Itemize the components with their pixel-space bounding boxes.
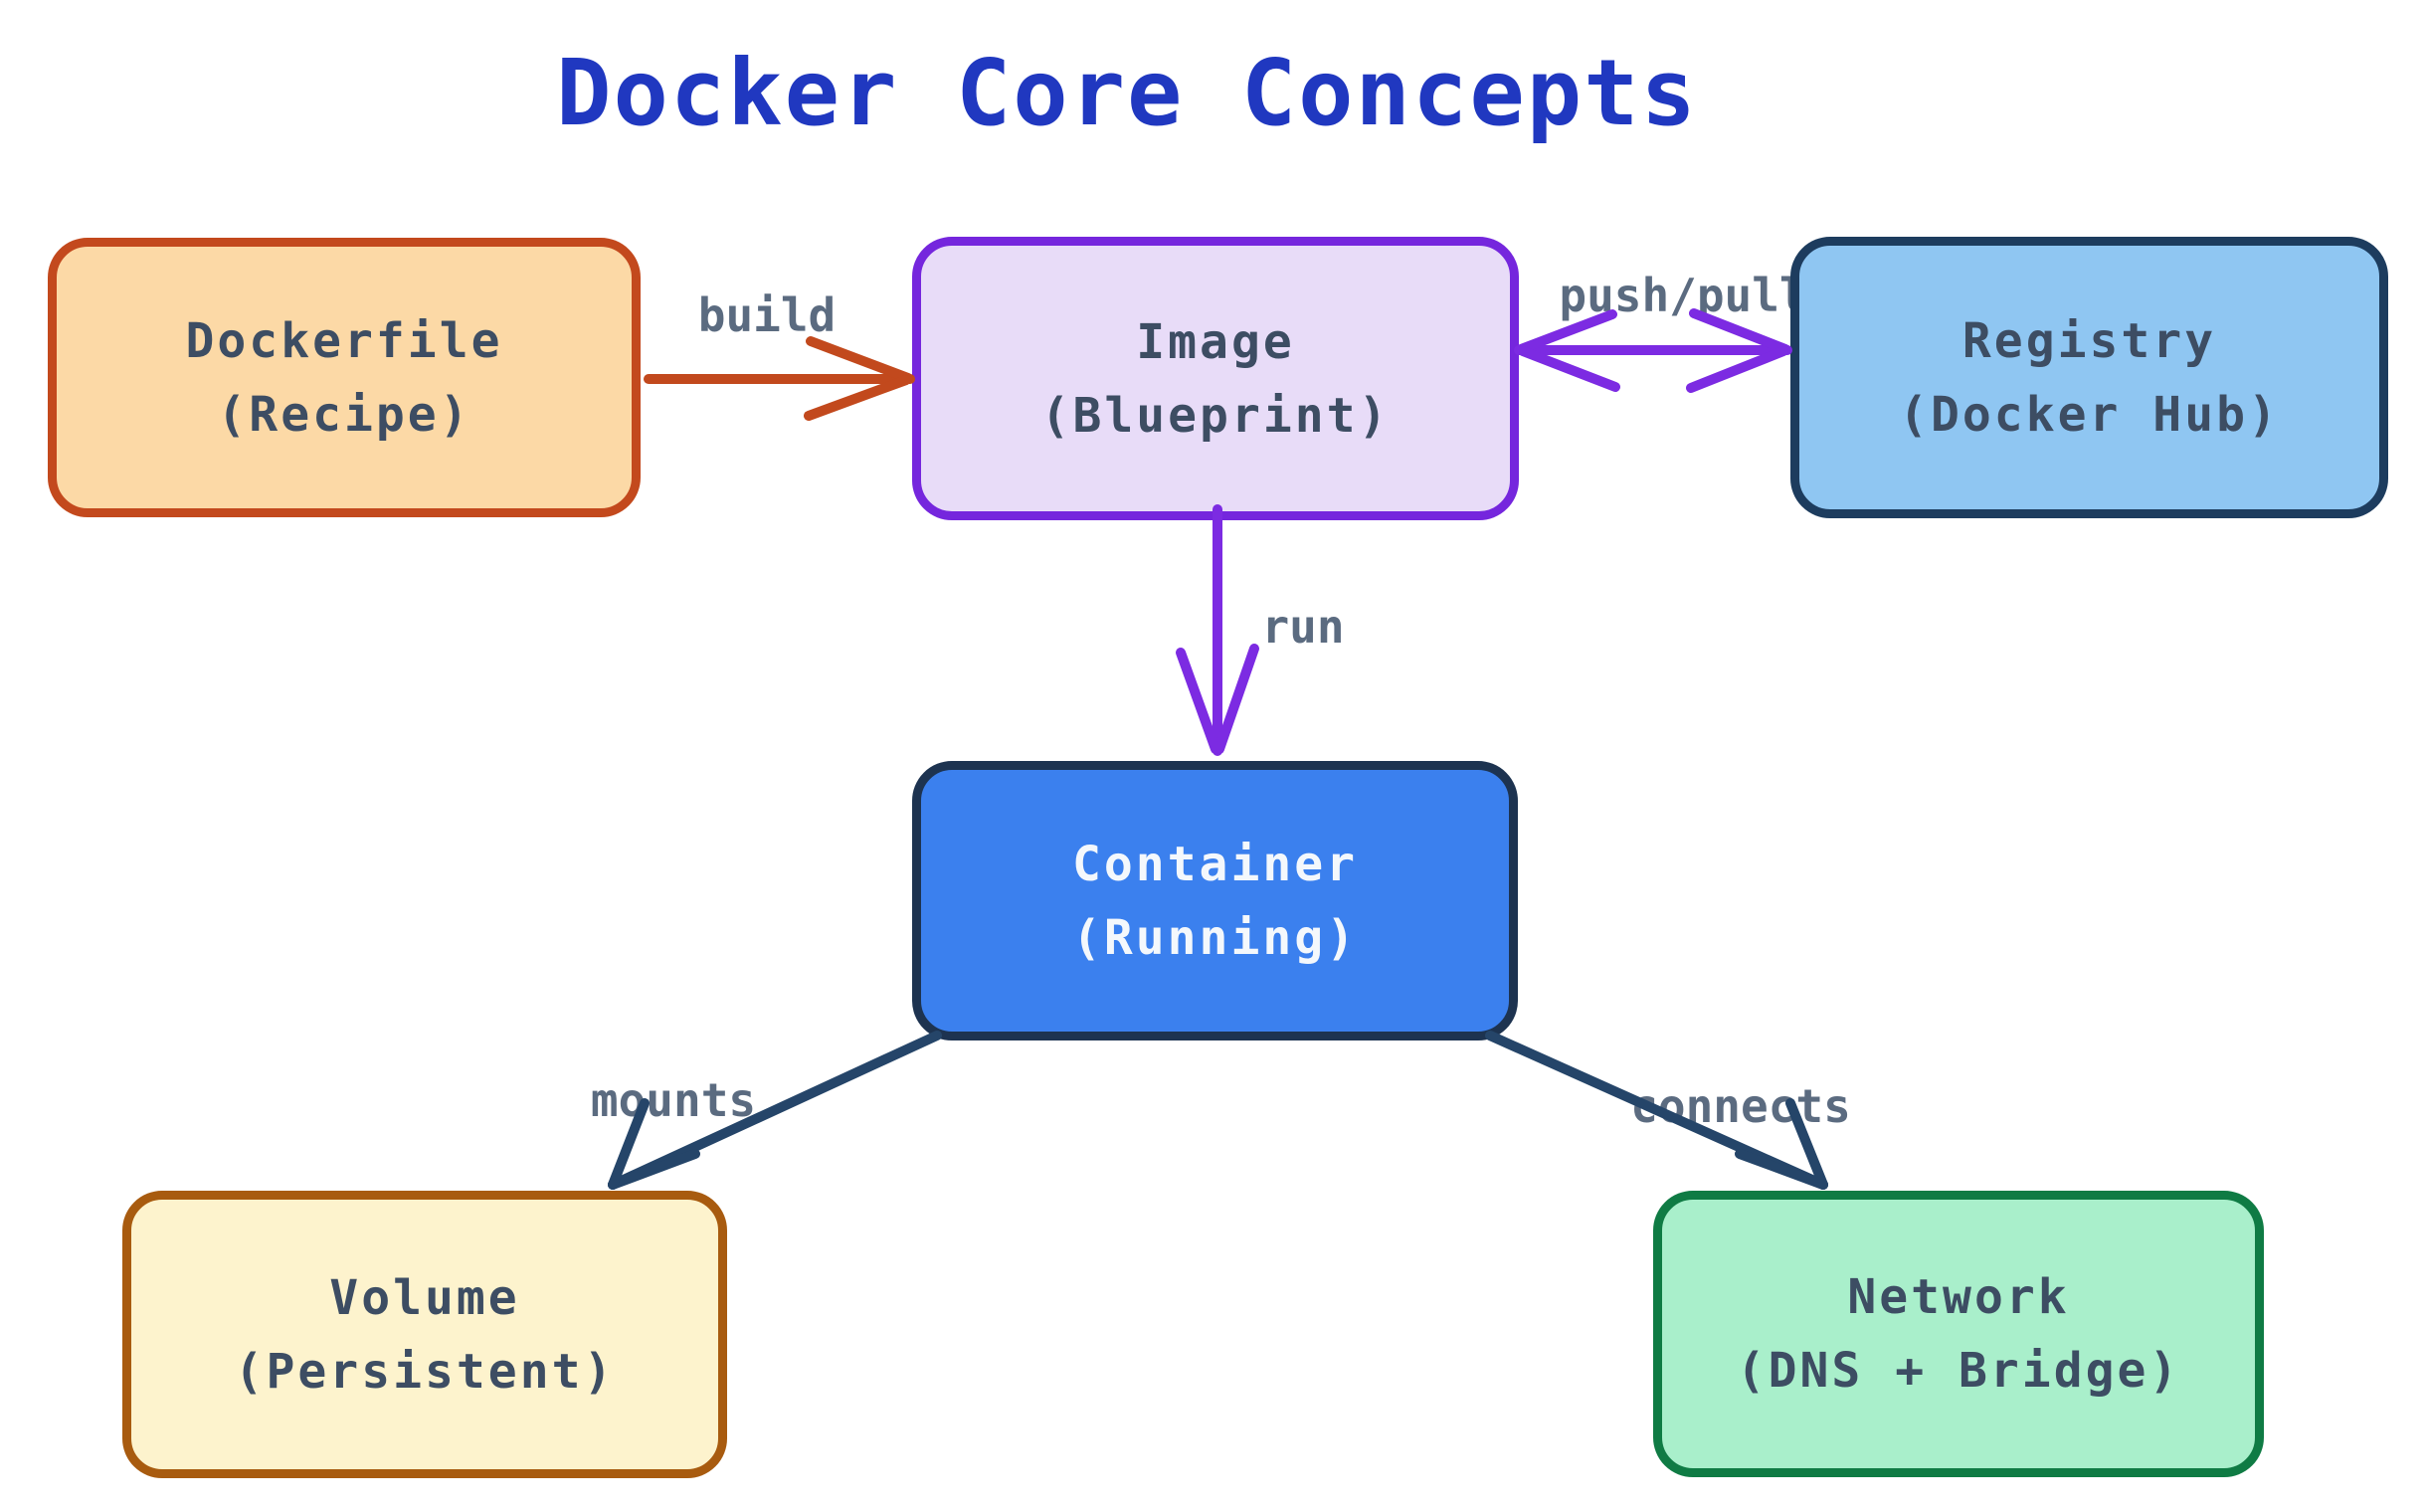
node-registry-subtitle: (Docker Hub) bbox=[1899, 386, 2280, 443]
edge-label-run: run bbox=[1261, 600, 1345, 654]
edge-label-connects: connects bbox=[1630, 1079, 1851, 1133]
node-container-title: Container bbox=[1071, 836, 1359, 892]
diagram-title: Docker Core Concepts bbox=[556, 40, 1698, 146]
node-dockerfile-subtitle: (Recipe) bbox=[217, 386, 471, 443]
node-volume-title: Volume bbox=[329, 1269, 520, 1326]
node-network-title: Network bbox=[1847, 1269, 2070, 1325]
node-container: Container (Running) bbox=[912, 761, 1518, 1040]
node-container-subtitle: (Running) bbox=[1071, 909, 1359, 966]
node-registry-title: Registry bbox=[1961, 312, 2217, 369]
node-volume-subtitle: (Persistent) bbox=[234, 1343, 616, 1400]
node-image-title: Image bbox=[1136, 313, 1295, 370]
edge-label-build: build bbox=[697, 288, 837, 342]
node-dockerfile: Dockerfile (Recipe) bbox=[48, 238, 641, 517]
node-network-subtitle: (DNS + Bridge) bbox=[1736, 1343, 2181, 1399]
run-arrow bbox=[1176, 504, 1259, 756]
build-arrow bbox=[644, 336, 915, 421]
edge-label-push-pull: push/pull bbox=[1559, 269, 1807, 322]
edge-label-mounts: mounts bbox=[590, 1073, 757, 1127]
node-dockerfile-title: Dockerfile bbox=[185, 312, 503, 369]
node-volume: Volume (Persistent) bbox=[122, 1191, 727, 1478]
push-pull-arrow bbox=[1514, 308, 1792, 393]
node-network: Network (DNS + Bridge) bbox=[1653, 1191, 2264, 1477]
node-image-subtitle: (Blueprint) bbox=[1040, 387, 1391, 444]
node-image: Image (Blueprint) bbox=[912, 237, 1519, 520]
node-registry: Registry (Docker Hub) bbox=[1790, 237, 2388, 518]
